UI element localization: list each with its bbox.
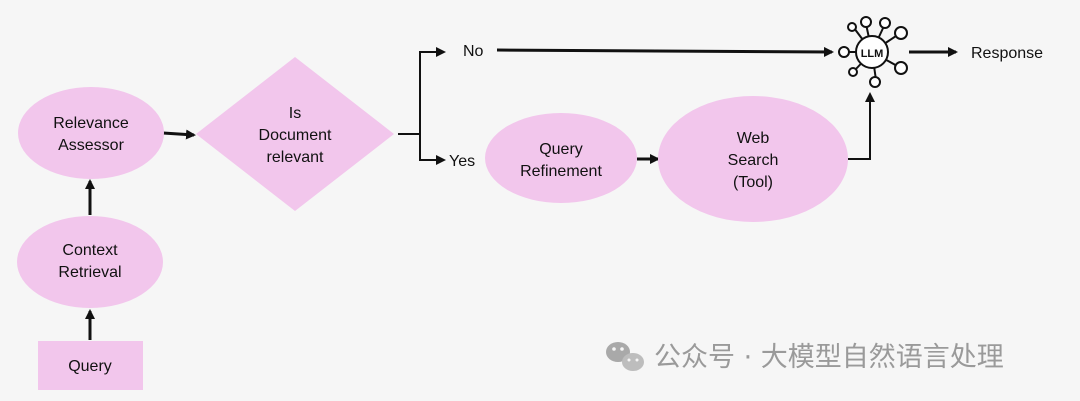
web-search-label-line-1: Web [737,130,770,147]
context-retrieval-label-line-1: Context [62,242,118,259]
llm-network-icon: LLM [838,16,908,88]
edge-label-no: No [463,43,484,60]
connectors [85,46,958,340]
web-search-label-line-2: Search [728,152,779,169]
web-search-ellipse [658,96,848,222]
web-search-label-line-3: (Tool) [733,174,773,191]
arrow-search-to-llm [848,92,875,160]
node-query-refinement: Query Refinement [485,113,637,203]
node-context-retrieval: Context Retrieval [17,216,163,308]
watermark-text: 公众号 · 大模型自然语言处理 [654,342,1004,373]
node-query: Query [38,341,143,390]
context-retrieval-label-line-2: Retrieval [58,264,121,281]
relevance-assessor-label-line-1: Relevance [53,115,129,132]
branch-connector-yes [419,134,446,165]
query-refinement-label-line-2: Refinement [520,163,602,180]
context-retrieval-ellipse [17,216,163,308]
relevance-assessor-ellipse [18,87,164,179]
query-box [38,341,143,390]
llm-label: LLM [861,48,884,60]
node-web-search: Web Search (Tool) [658,96,848,222]
query-refinement-label-line-1: Query [539,141,583,158]
wechat-icon [606,342,644,371]
branch-connector [398,47,446,135]
arrow-assessor-to-decision [162,129,196,140]
watermark: 公众号 · 大模型自然语言处理 [606,342,1004,373]
response-label: Response [971,45,1043,62]
decision-diamond [196,57,394,211]
relevance-assessor-label-line-2: Assessor [58,137,124,154]
query-label: Query [68,358,112,375]
decision-label-line-3: relevant [267,149,324,166]
decision-label-line-1: Is [289,105,301,122]
node-decision: Is Document relevant [196,57,394,211]
query-refinement-ellipse [485,113,637,203]
edge-label-yes: Yes [449,153,475,170]
arrow-no-to-llm [496,46,834,57]
node-relevance-assessor: Relevance Assessor [18,87,164,179]
decision-label-line-2: Document [259,127,332,144]
